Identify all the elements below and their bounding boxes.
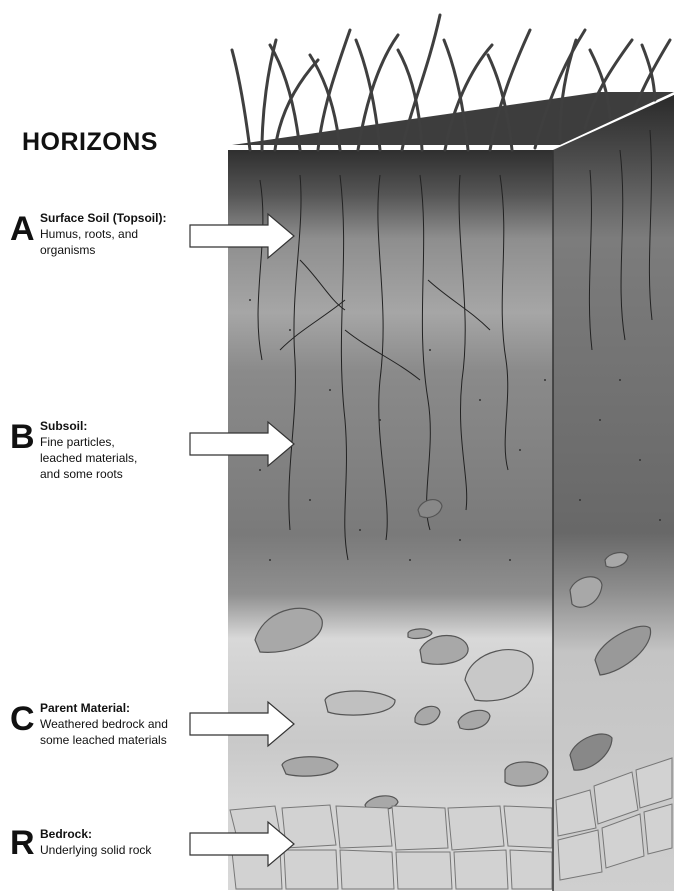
- horizon-b-description: Fine particles, leached materials, and s…: [40, 434, 190, 482]
- diagram-title: HORIZONS: [22, 128, 158, 157]
- horizon-a-label: Surface Soil (Topsoil): Humus, roots, an…: [40, 210, 190, 258]
- soil-front-face: [228, 150, 553, 890]
- horizon-a-description: Humus, roots, and organisms: [40, 226, 190, 258]
- horizon-a-name: Surface Soil (Topsoil):: [40, 210, 190, 226]
- horizon-b-name: Subsoil:: [40, 418, 190, 434]
- horizon-c-label: Parent Material: Weathered bedrock and s…: [40, 700, 190, 748]
- horizon-c-name: Parent Material:: [40, 700, 190, 716]
- horizon-c-letter: C: [10, 702, 35, 736]
- horizon-b-letter: B: [10, 420, 35, 454]
- horizon-b-label: Subsoil: Fine particles, leached materia…: [40, 418, 190, 482]
- horizon-r-label: Bedrock: Underlying solid rock: [40, 826, 190, 858]
- horizon-c-description: Weathered bedrock and some leached mater…: [40, 716, 190, 748]
- horizon-r-name: Bedrock:: [40, 826, 190, 842]
- horizon-r-letter: R: [10, 826, 35, 860]
- horizon-a-letter: A: [10, 212, 35, 246]
- horizon-r-description: Underlying solid rock: [40, 842, 190, 858]
